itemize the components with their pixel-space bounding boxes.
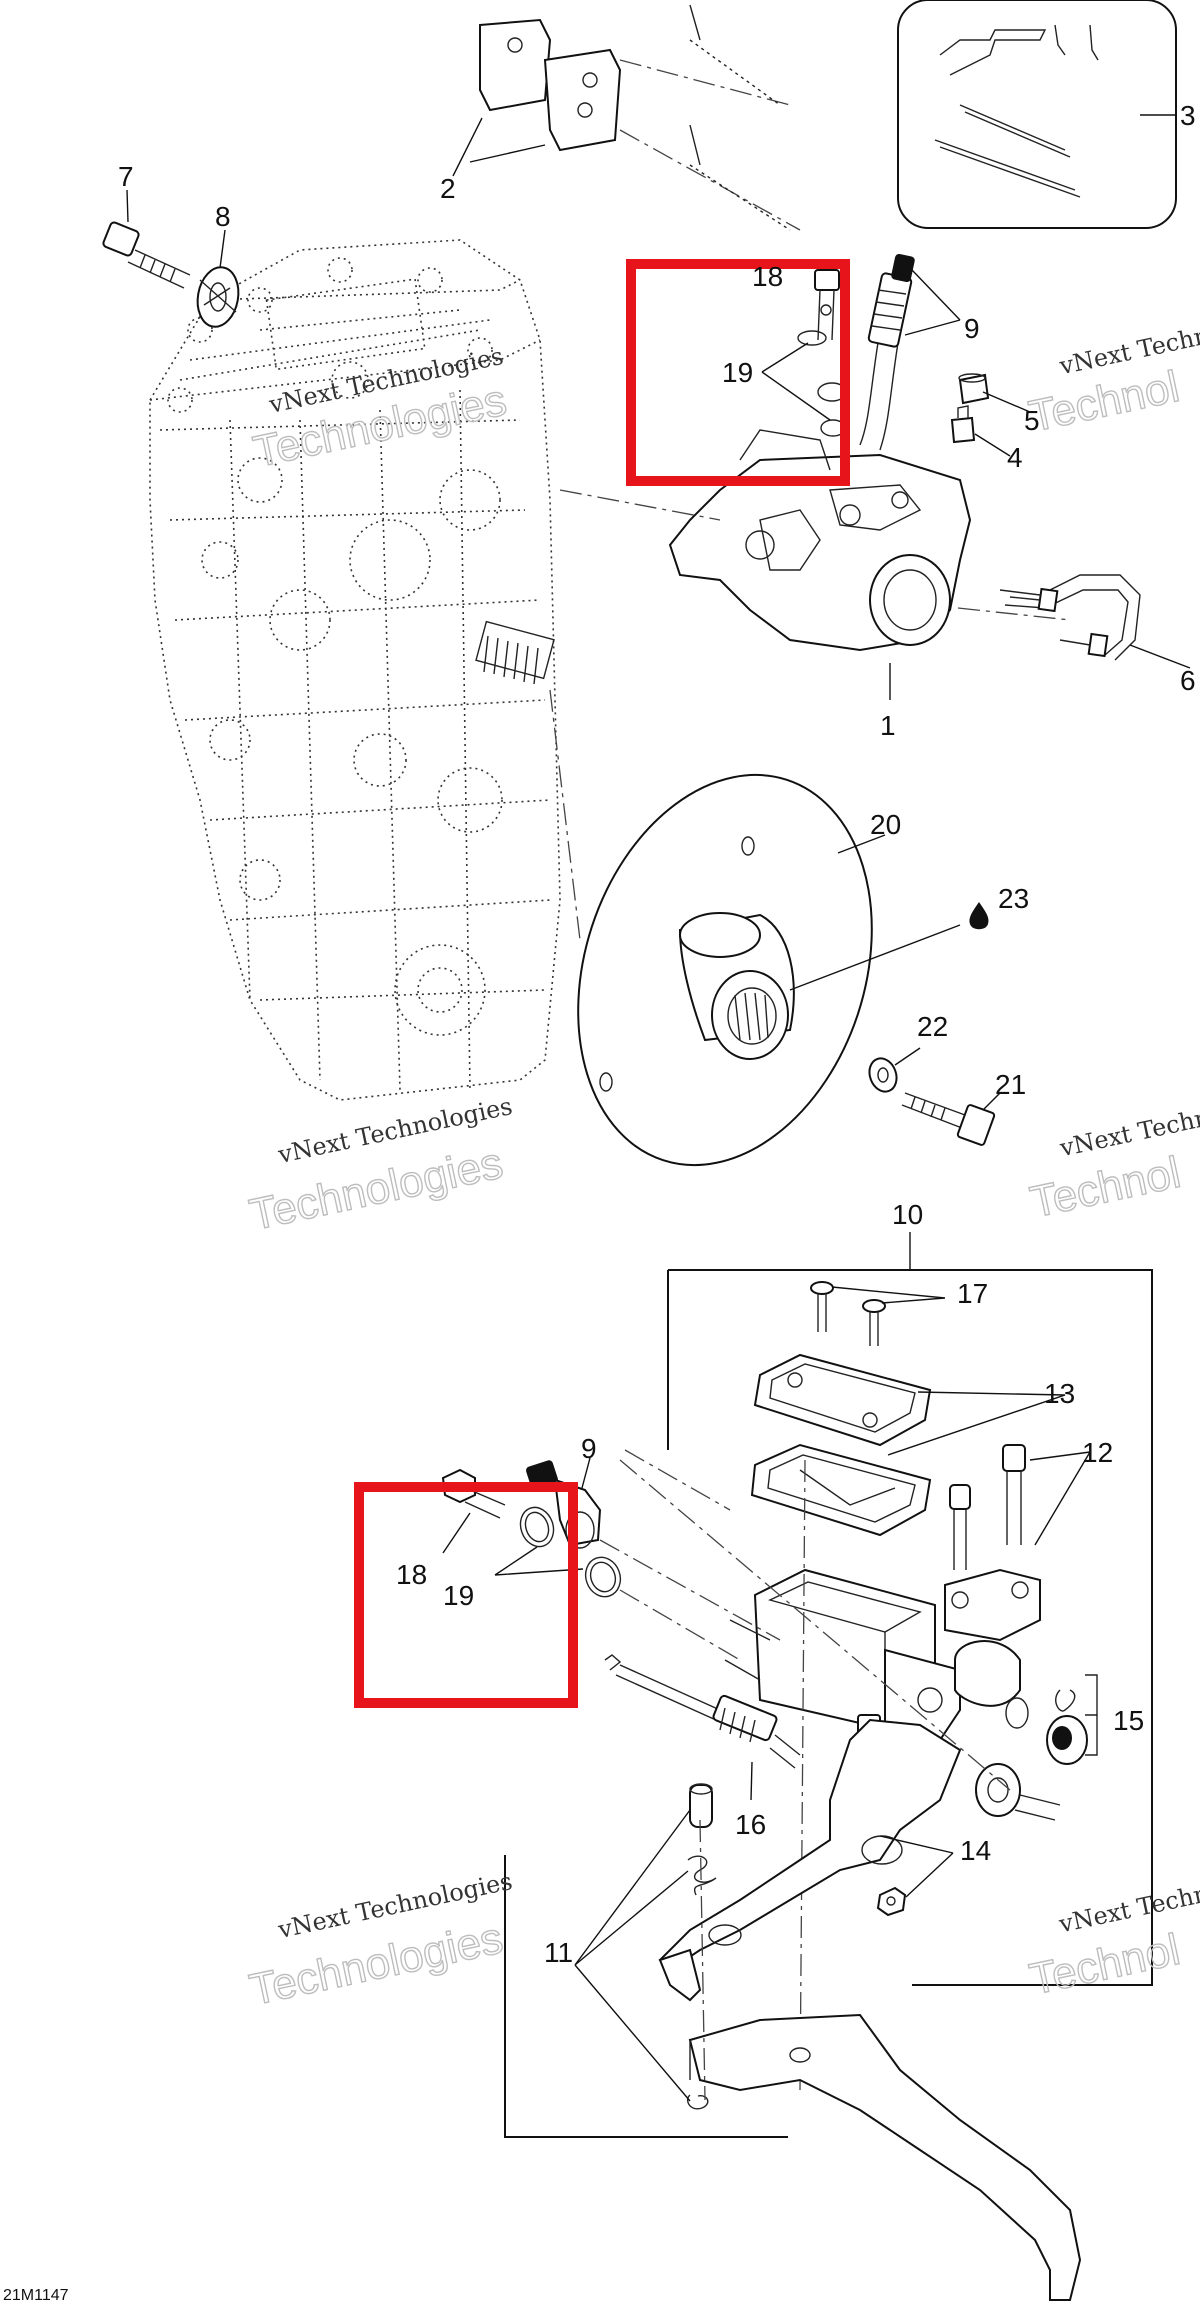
- bleeder-4: [950, 405, 976, 444]
- label-9-lower: 9: [581, 1433, 597, 1464]
- brake-lever: [658, 1718, 1082, 2301]
- label-6: 6: [1180, 665, 1196, 696]
- label-12: 12: [1082, 1437, 1113, 1468]
- hose-9-upper: [859, 253, 915, 451]
- crush-washers-19-upper: [797, 330, 847, 437]
- label-20: 20: [870, 809, 901, 840]
- crush-washers-19-lower: [519, 1506, 622, 1598]
- label-1: 1: [880, 710, 896, 741]
- label-10: 10: [892, 1199, 923, 1230]
- watermark-outline: Technol: [1025, 362, 1184, 441]
- label-5: 5: [1024, 405, 1040, 436]
- brake-line-6: [999, 574, 1141, 661]
- banjo-bolt-18-lower: [441, 1468, 506, 1519]
- push-rod-16: [604, 1654, 801, 1769]
- washer-8: [196, 266, 240, 328]
- cap-15: [1005, 1674, 1098, 1765]
- label-19-lower: 19: [443, 1580, 474, 1611]
- label-7: 7: [118, 161, 134, 192]
- leader-lines: [126, 114, 1191, 2102]
- gearbox-housing: [149, 239, 561, 1101]
- screw-7: [102, 221, 191, 289]
- watermark-outline: Technol: [1026, 1148, 1185, 1227]
- bushing: [975, 1763, 1061, 1821]
- label-19: 19: [722, 357, 753, 388]
- grease-drop-23: [969, 902, 989, 930]
- label-15: 15: [1113, 1705, 1144, 1736]
- label-3: 3: [1180, 100, 1196, 131]
- figure-code: 21M1147: [3, 2287, 69, 2304]
- highlight-box-lower: [354, 1482, 578, 1708]
- watermark-text: vNext Techn: [1057, 1103, 1200, 1162]
- label-23: 23: [998, 883, 1029, 914]
- cap-5: [958, 373, 990, 405]
- label-4: 4: [1007, 442, 1023, 473]
- reservoir-cover-13: [750, 1353, 932, 1537]
- brake-disc-20: [577, 773, 873, 1167]
- watermark-outline: Technol: [1026, 1925, 1185, 2004]
- label-16: 16: [735, 1809, 766, 1840]
- caliper-1: [668, 429, 972, 652]
- label-22: 22: [917, 1011, 948, 1042]
- screws-17: [810, 1281, 886, 1346]
- label-21: 21: [995, 1069, 1026, 1100]
- washer-22: [868, 1057, 898, 1093]
- label-18-lower: 18: [396, 1559, 427, 1590]
- label-18: 18: [752, 261, 783, 292]
- bolt-21: [901, 1092, 996, 1146]
- hose-9-lower: [526, 1460, 602, 1549]
- label-11: 11: [544, 1937, 573, 1968]
- watermark-text: vNext Techn: [1056, 1879, 1200, 1938]
- pin-kit-3: [897, 0, 1177, 229]
- clamp-bolts-12: [944, 1444, 1041, 1707]
- label-2: 2: [440, 173, 456, 204]
- brake-pads-2: [479, 4, 801, 231]
- highlight-box-upper: [626, 259, 850, 486]
- label-13: 13: [1044, 1378, 1075, 1409]
- label-8: 8: [215, 201, 231, 232]
- part-labels: 7 8 2 3 18 9 19 5 4 6 1 20 23 22 21 10 1…: [118, 100, 1196, 1968]
- banjo-bolt-18-upper: [814, 269, 840, 341]
- label-14: 14: [960, 1835, 991, 1866]
- label-9: 9: [964, 313, 980, 344]
- label-17: 17: [957, 1278, 988, 1309]
- pivot-parts-11: [686, 1783, 717, 2110]
